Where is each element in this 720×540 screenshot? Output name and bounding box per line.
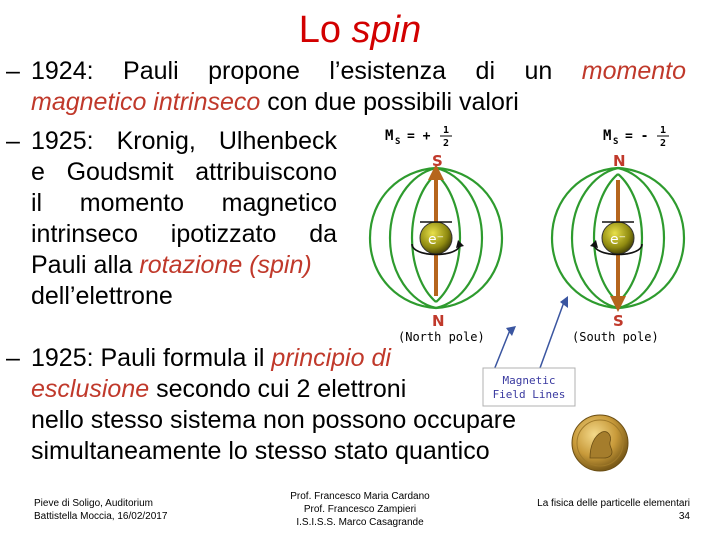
bullet-1925-pauli: – 1925: Pauli formula il principio di es… <box>6 343 551 467</box>
bullet-pauli-text: 1925: Pauli formula il <box>31 344 272 372</box>
ms-left-value: = + <box>407 129 431 144</box>
ms-minus-label: M S = - 1 2 <box>603 125 669 149</box>
bullet-1925-line6: dell’elettrone <box>31 282 173 310</box>
bullet-pauli-text-2: secondo cui 2 elettroni <box>149 375 407 403</box>
left-top-pole: S <box>432 152 443 170</box>
title-plain: Lo <box>298 9 352 51</box>
bullet-1924-emphasis-2: magnetico intrinseco <box>31 88 261 116</box>
title-italic: spin <box>351 9 422 51</box>
bullet-1925-line5: Pauli alla rotazione (spin) <box>31 250 337 281</box>
left-field-lines <box>368 166 504 310</box>
footer-authors-line3: I.S.I.S.S. Marco Casagrande <box>296 517 424 528</box>
bullet-dash: – <box>6 127 20 155</box>
footer-course: La fisica delle particelle elementari 34 <box>500 497 690 523</box>
right-bottom-pole: S <box>613 312 624 330</box>
bullet-1925-emphasis: rotazione (spin) <box>139 251 312 279</box>
ms-plus-label: M S = + 1 2 <box>385 125 452 149</box>
ms-left-symbol: M <box>385 128 393 144</box>
right-electron-label: e⁻ <box>610 232 626 248</box>
bullet-pauli-line1: 1925: Pauli formula il principio di <box>31 343 551 374</box>
footer-authors: Prof. Francesco Maria Cardano Prof. Fran… <box>270 490 450 529</box>
ms-right-symbol: M <box>603 128 611 144</box>
north-pole-caption: (North pole) <box>398 330 485 344</box>
bullet-1925-kronig: – 1925: Kronig, Ulhenbeck e Goudsmit att… <box>6 126 337 312</box>
footer-venue-line1: Pieve di Soligo, Auditorium <box>34 498 153 509</box>
left-electron: e⁻ <box>411 221 464 256</box>
bullet-pauli-line2: esclusione secondo cui 2 elettroni <box>31 374 551 405</box>
slide-number: 34 <box>678 511 690 522</box>
right-electron: e⁻ <box>590 221 643 256</box>
field-lines-label-1: Magnetic <box>503 374 556 387</box>
footer-venue: Pieve di Soligo, Auditorium Battistella … <box>34 497 194 523</box>
left-bottom-pole: N <box>432 312 445 330</box>
ms-left-sub: S <box>395 137 400 147</box>
bullet-dash: – <box>6 344 20 372</box>
bullet-1924-text-2: con due possibili valori <box>260 88 519 116</box>
field-lines-callout: Magnetic Field Lines <box>482 296 576 407</box>
bullet-1925-line1: 1925: Kronig, Ulhenbeck <box>31 127 337 155</box>
bullet-1924-line2: magnetico intrinseco con due possibili v… <box>31 87 686 118</box>
footer-authors-line1: Prof. Francesco Maria Cardano <box>290 491 430 502</box>
south-pole-caption: (South pole) <box>572 330 659 344</box>
left-electron-label: e⁻ <box>428 232 444 248</box>
footer-authors-line2: Prof. Francesco Zampieri <box>303 504 417 515</box>
ms-right-sub: S <box>613 137 618 147</box>
ms-right-num: 1 <box>660 125 666 136</box>
bullet-1925-line3: il momento magnetico <box>31 189 337 217</box>
bullet-pauli-line4: simultaneamente lo stesso stato quantico <box>31 437 490 465</box>
bullet-1925-line4: intrinseco ipotizzato da <box>31 220 337 248</box>
ms-right-value: = - <box>625 129 648 144</box>
bullet-1924-text: 1924: Pauli propone l’esistenza di un <box>31 57 582 85</box>
footer-course-title: La fisica delle particelle elementari <box>537 498 690 509</box>
bullet-dash: – <box>6 57 20 85</box>
ms-right-den: 2 <box>660 138 666 149</box>
bullet-pauli-emphasis-2: esclusione <box>31 375 150 403</box>
right-field-lines <box>550 166 686 310</box>
bullet-1924-emphasis: momento <box>581 57 686 85</box>
ms-left-num: 1 <box>443 125 449 136</box>
bullet-pauli-emphasis: principio di <box>271 344 391 372</box>
nobel-medal-image <box>571 414 629 472</box>
bullet-1924-line1: 1924: Pauli propone l’esistenza di un mo… <box>31 56 686 87</box>
slide-title: Lo spin <box>0 8 720 52</box>
footer-venue-line2: Battistella Moccia, 16/02/2017 <box>34 511 168 522</box>
field-lines-label-2: Field Lines <box>493 388 566 401</box>
spin-diagram: M S = + 1 2 M S = - 1 2 <box>368 125 686 407</box>
right-top-pole: N <box>613 152 626 170</box>
bullet-1925-text: Pauli alla <box>31 251 140 279</box>
ms-left-den: 2 <box>443 138 449 149</box>
bullet-1925-line2: e Goudsmit attribuiscono <box>31 158 337 186</box>
bullet-1924: – 1924: Pauli propone l’esistenza di un … <box>6 56 686 118</box>
bullet-pauli-line3: nello stesso sistema non possono occupar… <box>31 406 517 434</box>
